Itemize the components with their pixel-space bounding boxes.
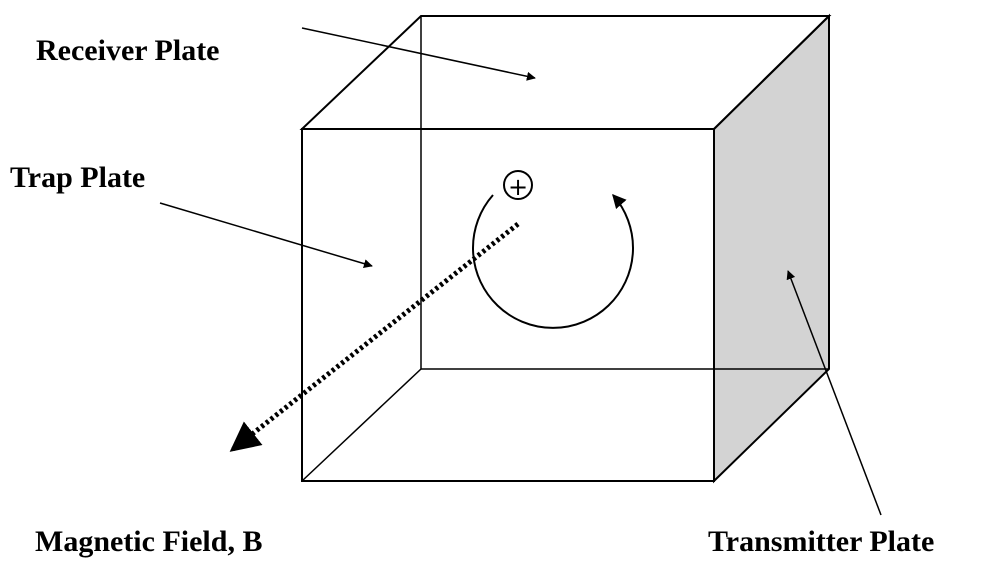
ion-circle: [503, 170, 533, 200]
receiver-pointer-arrow: [301, 27, 536, 81]
magnetic-field-label: Magnetic Field, B: [35, 525, 263, 558]
transmitter-pointer-arrow: [786, 270, 882, 516]
transmitter-plate-label: Transmitter Plate: [708, 525, 935, 558]
trap-pointer-arrow: [159, 202, 373, 269]
transmitter-plate-face: [713, 13, 830, 484]
magnetic-field-arrow: [229, 222, 520, 452]
ion-orbit-arrow: [472, 193, 634, 329]
trap-plate-face: [301, 128, 715, 482]
trap-plate-label: Trap Plate: [10, 161, 146, 194]
receiver-plate-label: Receiver Plate: [36, 34, 220, 67]
cube-back-edge-diagonal: [301, 368, 422, 482]
ion-symbol: +: [508, 173, 528, 201]
